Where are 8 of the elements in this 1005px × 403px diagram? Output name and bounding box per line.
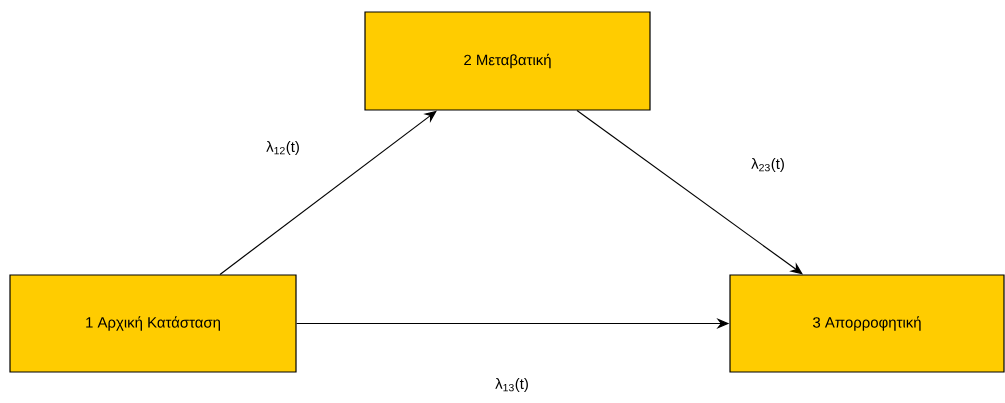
process-box: 1 Αρχική Κατάσταση [9,274,297,373]
arrow [219,110,437,275]
process-box: 2 Μεταβατική [364,11,651,111]
edge-label: λ$_{12}$(t) [265,140,301,156]
arrow [576,110,803,275]
edge-label: λ$_{23}$(t) [750,157,786,173]
edge-label: λ$_{13}$(t) [494,377,530,393]
process-box: 3 Απορροφητική [729,274,1005,373]
